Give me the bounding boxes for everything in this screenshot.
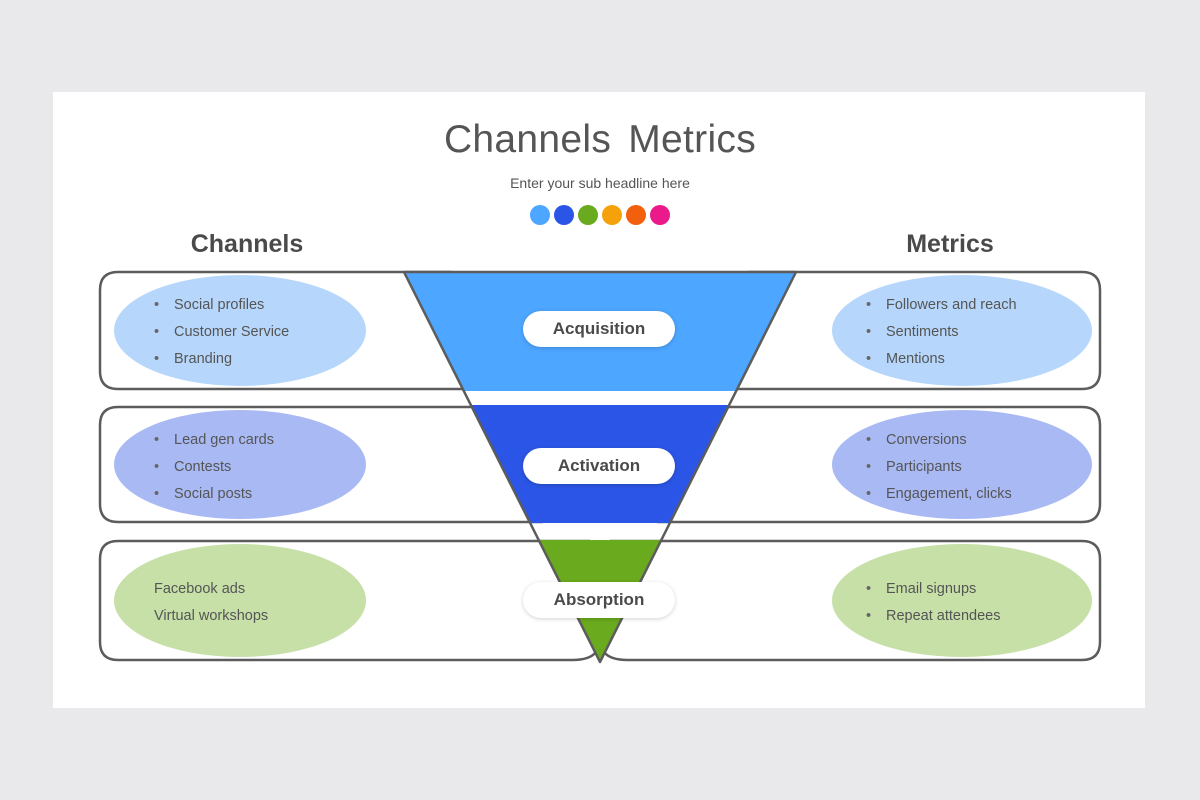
list-item: Social profiles	[154, 292, 289, 319]
list-item: Conversions	[866, 427, 1012, 454]
color-dot	[554, 205, 574, 225]
channel-panel-outline	[98, 405, 543, 524]
list-item: Contests	[154, 454, 274, 481]
list-item: Branding	[154, 346, 289, 373]
funnel-outline	[402, 271, 798, 664]
metric-panel-outline	[657, 405, 1102, 524]
absorption-channels-list: Facebook ads Virtual workshops	[154, 576, 268, 630]
color-dots	[0, 205, 1200, 225]
list-item: Participants	[866, 454, 1012, 481]
stage-label-acquisition: Acquisition	[523, 311, 675, 347]
channel-panel-outline	[98, 539, 597, 662]
list-item: Sentiments	[866, 319, 1017, 346]
color-dot	[650, 205, 670, 225]
stage-label-activation: Activation	[523, 448, 675, 484]
absorption-metrics-list: Email signups Repeat attendees	[866, 576, 1000, 630]
list-item: Facebook ads	[154, 581, 246, 597]
list-item: Repeat attendees	[866, 603, 1000, 630]
list-item: Customer Service	[154, 319, 289, 346]
metrics-heading: Metrics	[906, 230, 994, 258]
page-subtitle: Enter your sub headline here	[510, 175, 690, 191]
list-item: Engagement, clicks	[866, 481, 1012, 508]
metric-panel-outline	[603, 539, 1102, 662]
acquisition-channels-list: Social profiles Customer Service Brandin…	[154, 292, 289, 373]
list-item: Social posts	[154, 481, 274, 508]
channel-ellipse	[114, 544, 366, 657]
acquisition-metrics-list: Followers and reach Sentiments Mentions	[866, 292, 1017, 373]
list-item: Email signups	[866, 576, 1000, 603]
color-dot	[578, 205, 598, 225]
color-dot	[602, 205, 622, 225]
color-dot	[626, 205, 646, 225]
activation-metrics-list: Conversions Participants Engagement, cli…	[866, 427, 1012, 508]
metric-panel-outline	[720, 270, 1102, 391]
color-dot	[530, 205, 550, 225]
page-title: Channels Metrics	[443, 118, 757, 161]
list-item: Lead gen cards	[154, 427, 274, 454]
list-item: Mentions	[866, 346, 1017, 373]
list-item: Followers and reach	[866, 292, 1017, 319]
stage-label-absorption: Absorption	[523, 582, 675, 618]
list-item: Virtual workshops	[154, 608, 269, 624]
activation-channels-list: Lead gen cards Contests Social posts	[154, 427, 274, 508]
channels-heading: Channels	[190, 230, 304, 258]
channel-panel-outline	[98, 270, 480, 391]
